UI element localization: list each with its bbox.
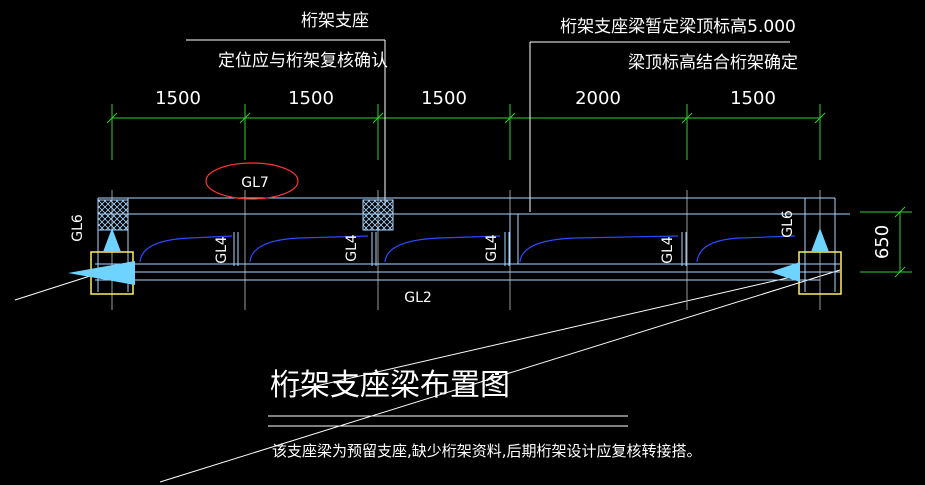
drawing-title: 桁架支座梁布置图	[270, 368, 510, 403]
beam-label-gl6-right: GL6	[780, 210, 796, 238]
support-triangle-left-up	[103, 228, 121, 252]
dimension-span-1: 1500	[155, 88, 201, 109]
dimension-span-4: 2000	[575, 88, 621, 109]
diagonal-line-bottom	[159, 269, 841, 483]
hatched-support-left	[97, 199, 129, 231]
annotation-left-note: 定位应与桁架复核确认	[218, 51, 388, 71]
support-triangle-right-arrow	[770, 262, 800, 282]
gl7-callout-ellipse	[205, 162, 299, 200]
drawing-note: 该支座梁为预留支座,缺少桁架资料,后期桁架设计应复核转接搭。	[272, 442, 702, 460]
annotation-right-note: 梁顶标高结合桁架确定	[628, 53, 798, 73]
beam-label-gl2: GL2	[404, 290, 432, 306]
truss-section-lines	[139, 235, 796, 263]
annotation-left-title: 桁架支座	[301, 11, 369, 31]
diagonal-line-middle	[289, 274, 801, 393]
hatched-support-middle	[362, 199, 394, 231]
dimension-height: 650	[872, 225, 893, 259]
dimension-span-2: 1500	[288, 88, 334, 109]
support-beams	[95, 197, 850, 292]
annotation-right-title: 桁架支座梁暂定梁顶标高5.000	[560, 17, 796, 37]
span-dimensions	[106, 104, 912, 278]
stray-mark	[495, 372, 499, 375]
beam-label-gl7: GL7	[241, 175, 269, 191]
beam-label-gl6-left: GL6	[70, 214, 86, 242]
support-triangle-left-arrow	[68, 261, 135, 285]
beam-label-gl4: GL4	[214, 236, 230, 264]
beam-label-gl4: GL4	[344, 234, 360, 262]
beam-label-gl4: GL4	[484, 234, 500, 262]
beam-label-gl4: GL4	[660, 236, 676, 264]
support-triangle-right-up	[811, 228, 829, 252]
annotation-leaders	[186, 39, 790, 212]
dimension-span-5: 1500	[730, 88, 776, 109]
dimension-span-3: 1500	[421, 88, 467, 109]
